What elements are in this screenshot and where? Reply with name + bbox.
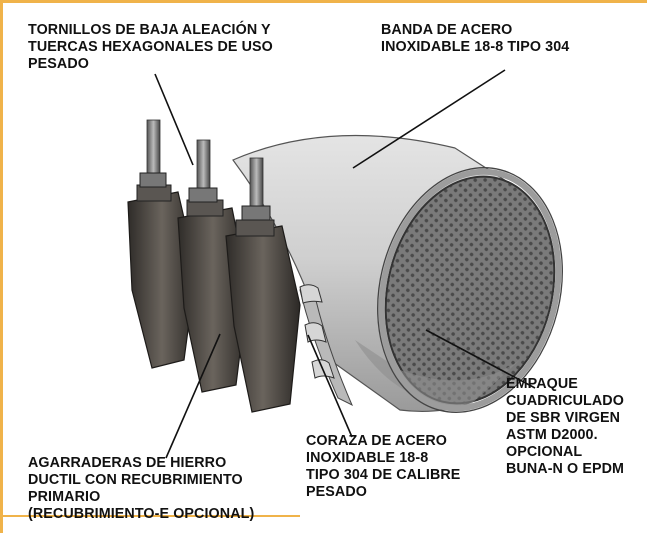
- label-ductile-iron-lugs: AGARRADERAS DE HIERRO DUCTIL CON RECUBRI…: [28, 455, 255, 522]
- label-armor-plate: CORAZA DE ACERO INOXIDABLE 18-8 TIPO 304…: [306, 433, 461, 500]
- lug-casting-3: [225, 219, 301, 413]
- frame-bottom-border: [0, 515, 300, 517]
- frame-left-border: [0, 0, 3, 533]
- leader-coraza: [307, 334, 353, 438]
- leader-tornillos: [154, 73, 194, 166]
- leader-banda: [352, 69, 506, 169]
- leader-agarraderas: [165, 333, 221, 459]
- label-steel-band: BANDA DE ACERO INOXIDABLE 18-8 TIPO 304: [381, 22, 570, 55]
- frame-top-border: [0, 0, 647, 3]
- label-bolts-nuts: TORNILLOS DE BAJA ALEACIÓN Y TUERCAS HEX…: [28, 22, 273, 72]
- label-gasket: EMPAQUE CUADRICULADO DE SBR VIRGEN ASTM …: [506, 376, 625, 477]
- leader-empaque: [425, 329, 536, 389]
- bolt-1: [139, 119, 167, 188]
- band-rim: [377, 167, 563, 413]
- armor-plate: [299, 284, 354, 407]
- bolt-3: [241, 157, 271, 221]
- bolt-2: [188, 139, 218, 203]
- gasket-mesh: [355, 175, 556, 406]
